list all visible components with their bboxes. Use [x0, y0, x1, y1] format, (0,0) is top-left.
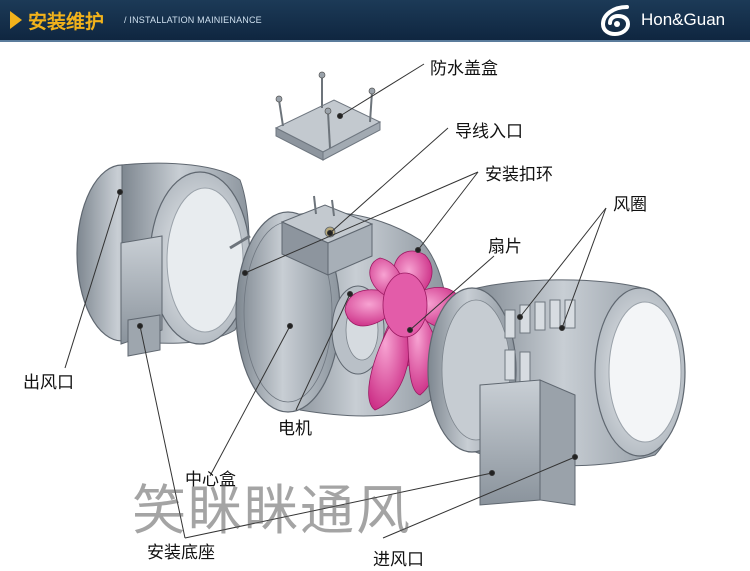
label-motor: 电机 [278, 414, 312, 439]
header-bar: 安装维护 / INSTALLATION MAINIENANCE Hon&Guan [0, 0, 750, 42]
brand-name: Hon&Guan [641, 10, 725, 30]
air-outlet-section [77, 163, 250, 356]
section-title: 安装维护 [28, 7, 104, 34]
air-inlet-section [428, 280, 685, 505]
label-wire-inlet: 导线入口 [455, 117, 523, 142]
label-mounting-ring: 安装扣环 [485, 160, 553, 185]
label-waterproof-cover-box: 防水盖盒 [430, 54, 498, 79]
label-blade: 扇片 [488, 232, 522, 257]
label-air-outlet: 出风口 [23, 368, 74, 393]
label-air-ring: 风圈 [613, 190, 647, 215]
section-subtitle: / INSTALLATION MAINIENANCE [124, 15, 262, 25]
label-air-inlet: 进风口 [373, 545, 424, 570]
brand-logo-icon [597, 3, 637, 37]
waterproof-cover-box [276, 72, 380, 160]
watermark-text: 笑眯眯通风 [132, 466, 412, 545]
arrow-icon [10, 11, 22, 29]
